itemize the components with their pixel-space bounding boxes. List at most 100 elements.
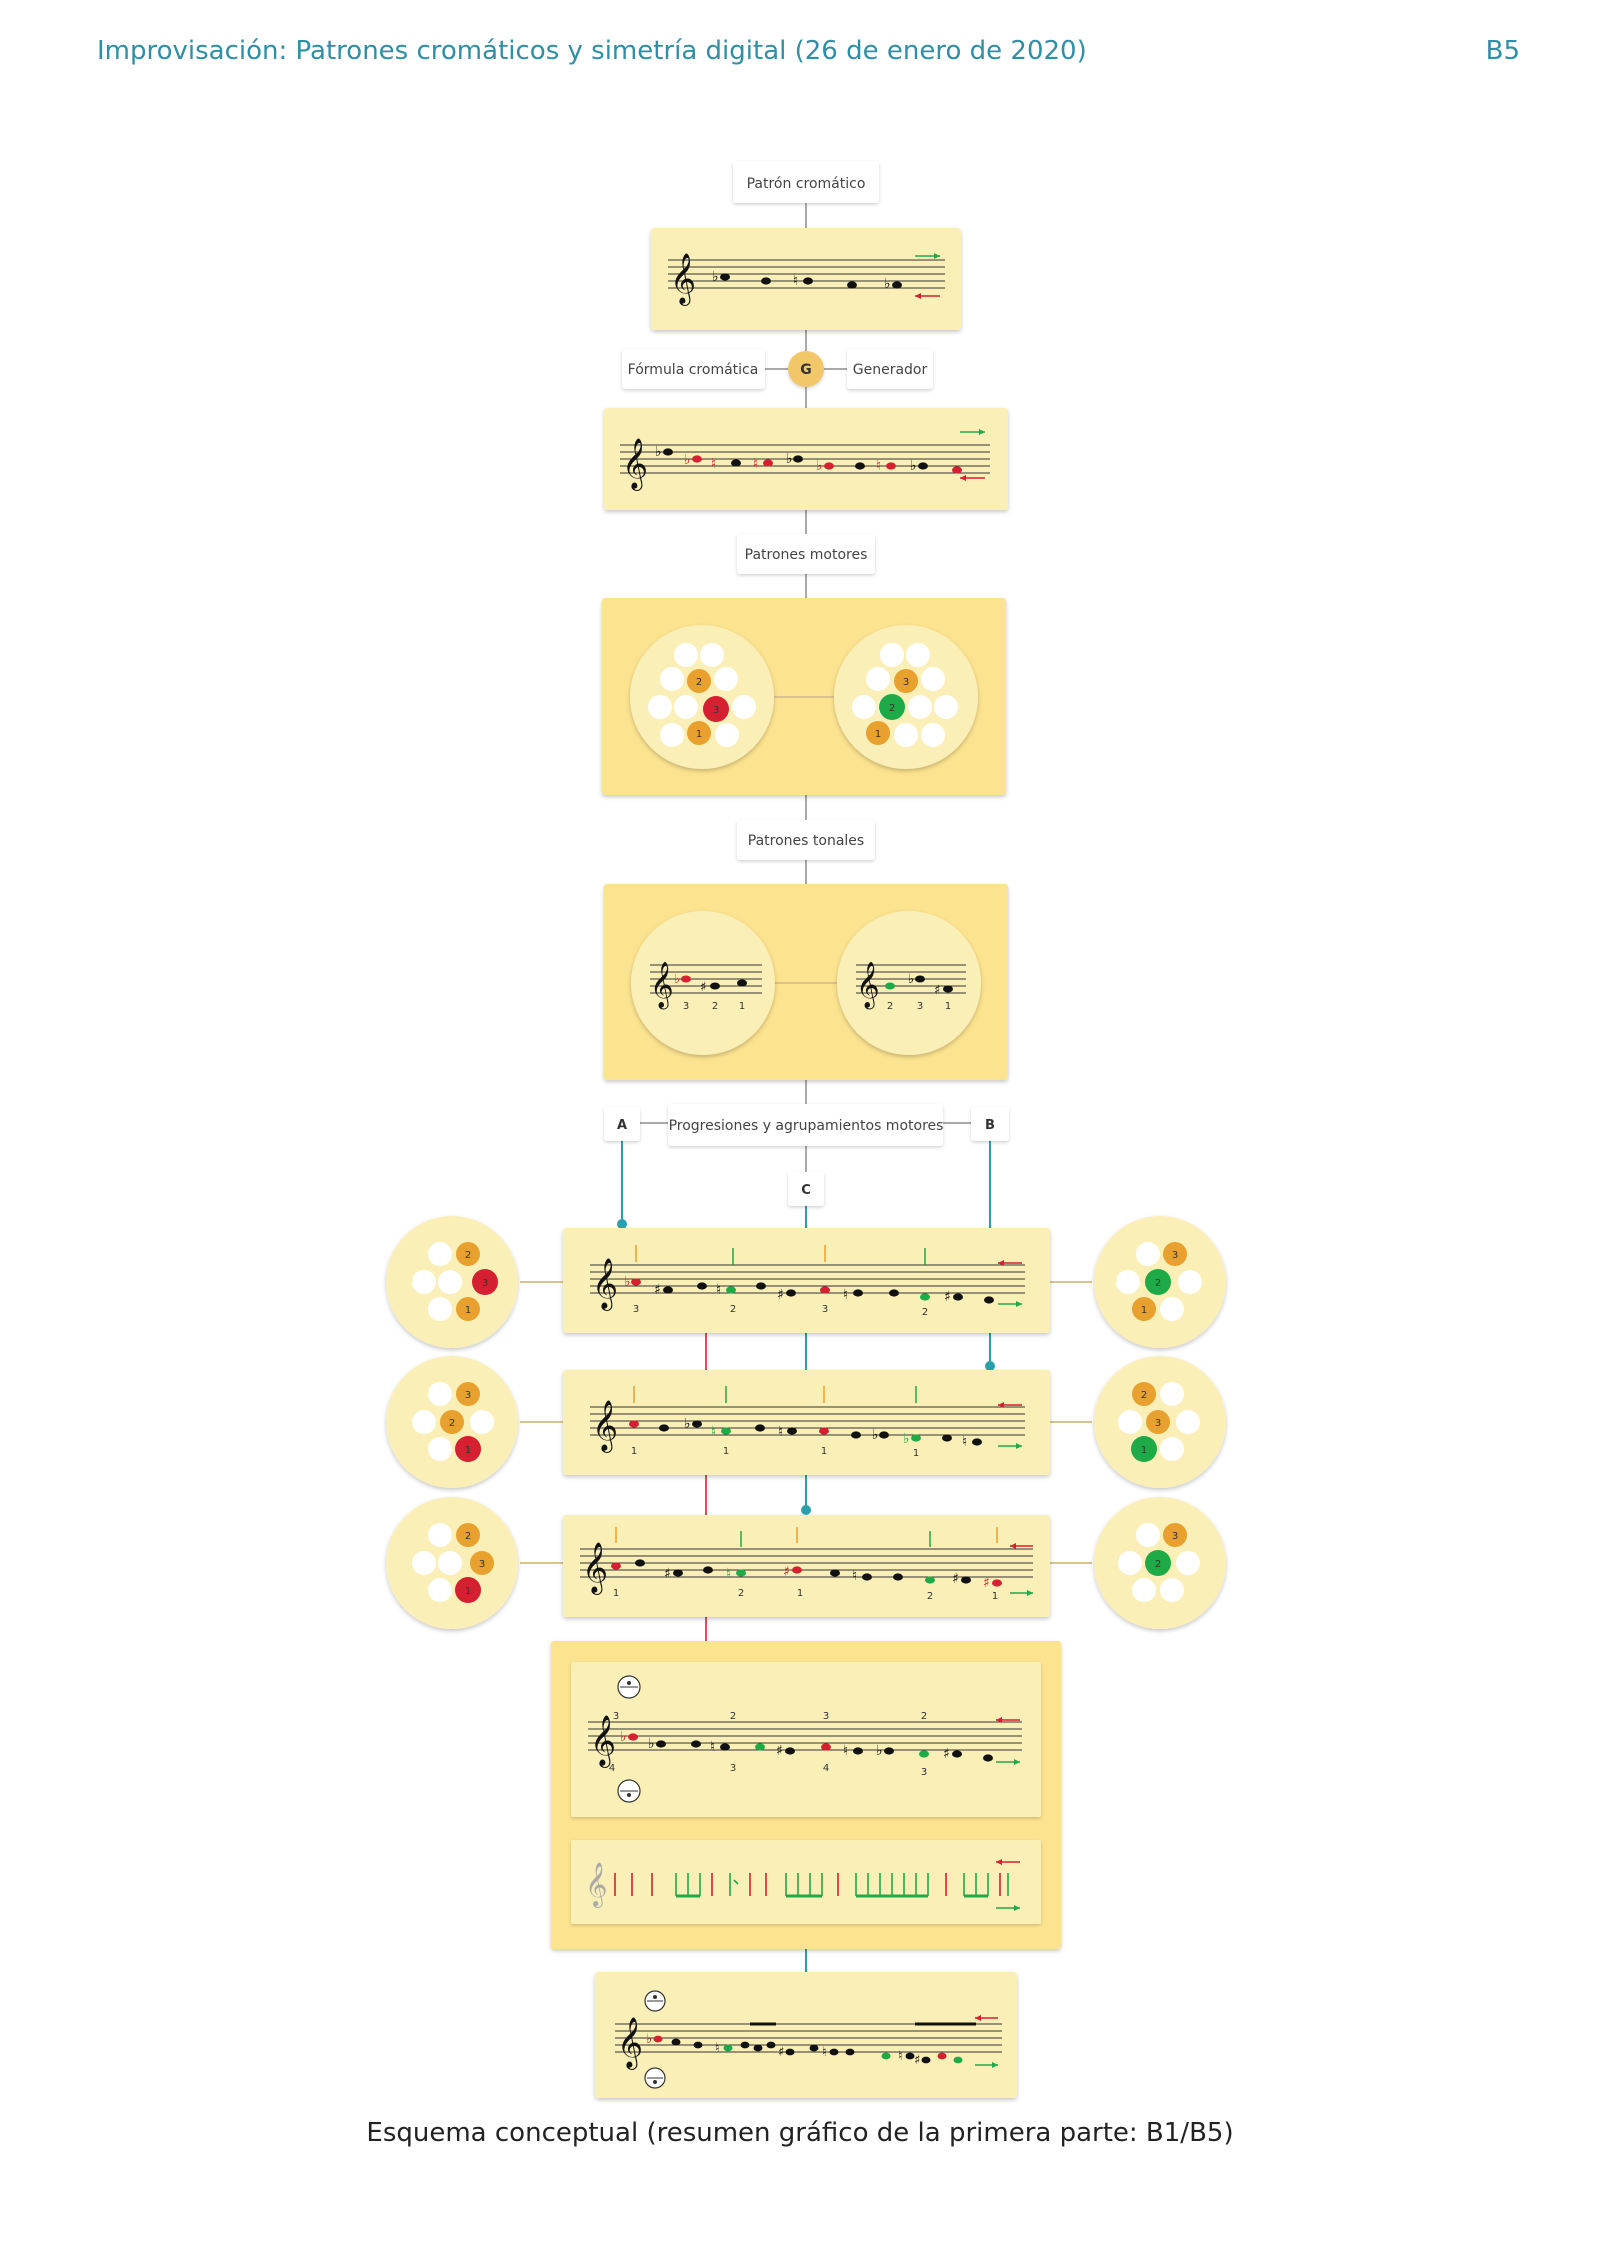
svg-text:1: 1 — [465, 1445, 471, 1456]
svg-text:1: 1 — [797, 1588, 803, 1599]
svg-text:3: 3 — [1172, 1250, 1178, 1261]
svg-text:♭: ♭ — [655, 444, 662, 460]
svg-text:1: 1 — [613, 1588, 619, 1599]
svg-text:♮: ♮ — [711, 456, 716, 472]
motor-circle-right: 3 2 1 — [834, 625, 978, 769]
svg-text:3: 3 — [1172, 1531, 1178, 1542]
label-generador: Generador — [847, 349, 933, 389]
svg-text:Patrones tonales: Patrones tonales — [748, 833, 864, 849]
tonal-circle-left: 𝄞 ♭ ♯ 3 2 1 — [631, 911, 775, 1055]
label-formula-cromatica: Fórmula cromática — [622, 349, 765, 389]
svg-text:1: 1 — [465, 1586, 471, 1597]
panel-chromatic-formula: 𝄞 ♭ ♭ ♮ ♮ ♭ ♭ ♮ ♭ — [604, 408, 1008, 510]
svg-text:Patrón cromático: Patrón cromático — [747, 176, 866, 192]
svg-text:2: 2 — [1155, 1278, 1161, 1289]
treble-clef-icon: 𝄞 — [582, 1542, 608, 1595]
svg-text:3: 3 — [633, 1304, 639, 1315]
svg-text:♮: ♮ — [710, 1739, 715, 1755]
panel-tonal-patterns: 𝄞 ♭ ♯ 3 2 1 𝄞 ♭ ♯ 2 3 1 — [604, 884, 1008, 1080]
generator-badge: G — [788, 351, 824, 387]
svg-text:♮: ♮ — [822, 2045, 827, 2060]
svg-text:♭: ♭ — [872, 1427, 879, 1443]
svg-text:3: 3 — [730, 1763, 736, 1774]
label-patron-cromatico: Patrón cromático — [733, 161, 879, 203]
svg-text:2: 2 — [889, 703, 895, 714]
svg-text:3: 3 — [917, 1001, 923, 1012]
svg-text:A: A — [617, 1118, 627, 1133]
svg-text:♭: ♭ — [624, 1274, 631, 1290]
svg-text:Generador: Generador — [853, 362, 928, 378]
svg-text:1: 1 — [739, 1001, 745, 1012]
svg-text:♯: ♯ — [914, 2053, 920, 2068]
svg-text:2: 2 — [887, 1001, 893, 1012]
hand-circle-row3-left: 2 3 1 — [386, 1497, 518, 1629]
svg-text:2: 2 — [738, 1588, 744, 1599]
svg-text:♭: ♭ — [684, 1416, 691, 1432]
svg-text:2: 2 — [1141, 1390, 1147, 1401]
svg-text:4: 4 — [823, 1763, 829, 1774]
page-code: B5 — [1485, 36, 1520, 66]
svg-text:♭: ♭ — [876, 1743, 883, 1759]
svg-text:♭: ♭ — [646, 2032, 652, 2047]
label-patrones-tonales: Patrones tonales — [737, 820, 875, 860]
svg-text:♯: ♯ — [664, 1566, 671, 1582]
svg-text:♮: ♮ — [726, 1566, 731, 1582]
svg-text:1: 1 — [631, 1446, 637, 1457]
svg-text:Patrones motores: Patrones motores — [745, 547, 868, 563]
svg-text:3: 3 — [479, 1559, 485, 1570]
svg-text:♮: ♮ — [753, 456, 758, 472]
panel-motor-patterns: 2 3 1 3 2 1 — [602, 598, 1006, 795]
svg-text:♯: ♯ — [700, 980, 706, 995]
svg-text:3: 3 — [465, 1390, 471, 1401]
treble-clef-icon: 𝄞 — [622, 438, 648, 491]
svg-text:1: 1 — [1141, 1445, 1147, 1456]
svg-text:♯: ♯ — [952, 1571, 959, 1587]
svg-text:2: 2 — [712, 1001, 718, 1012]
svg-text:♭: ♭ — [648, 1736, 655, 1752]
hand-circle-row2-left: 3 2 1 — [386, 1356, 518, 1488]
svg-text:3: 3 — [482, 1278, 488, 1289]
svg-text:♯: ♯ — [654, 1282, 661, 1298]
svg-text:♮: ♮ — [843, 1743, 848, 1759]
progression-row-2: 𝄞 ♭ ♮ ♮ ♭ ♭ ♮ 1 1 1 1 — [563, 1370, 1050, 1475]
svg-text:♭: ♭ — [712, 269, 719, 285]
treble-clef-icon: 𝄞 — [590, 1715, 616, 1768]
svg-text:♭: ♭ — [786, 451, 793, 467]
svg-text:1: 1 — [945, 1001, 951, 1012]
tonal-circle-right: 𝄞 ♭ ♯ 2 3 1 — [837, 911, 981, 1055]
hand-circle-row1-right: 3 2 1 — [1094, 1216, 1226, 1348]
svg-text:3: 3 — [1155, 1418, 1161, 1429]
svg-text:2: 2 — [927, 1591, 933, 1602]
svg-text:2: 2 — [921, 1711, 927, 1722]
svg-text:♯: ♯ — [777, 1287, 784, 1303]
motor-circle-left: 2 3 1 — [630, 625, 774, 769]
svg-text:4: 4 — [609, 1763, 615, 1774]
svg-text:1: 1 — [465, 1305, 471, 1316]
svg-text:♭: ♭ — [816, 458, 823, 474]
svg-text:♮: ♮ — [793, 273, 798, 289]
svg-text:♮: ♮ — [898, 2049, 903, 2064]
hand-symbol-up-icon — [644, 1990, 666, 2012]
treble-clef-icon: 𝄞 — [856, 962, 880, 1010]
svg-text:♯: ♯ — [934, 983, 940, 998]
svg-text:2: 2 — [696, 677, 702, 688]
svg-text:♭: ♭ — [903, 1431, 910, 1447]
panel-chromatic-pattern: 𝄞 ♭ ♮ ♭ — [651, 228, 961, 330]
svg-text:3: 3 — [823, 1711, 829, 1722]
treble-clef-icon: 𝄞 — [592, 1400, 618, 1453]
svg-text:1: 1 — [1141, 1305, 1147, 1316]
hand-circle-row2-right: 2 3 1 — [1094, 1356, 1226, 1488]
svg-text:3: 3 — [921, 1767, 927, 1778]
badge-c: C — [788, 1172, 824, 1206]
svg-text:2: 2 — [449, 1418, 455, 1429]
svg-text:♮: ♮ — [852, 1568, 857, 1584]
svg-text:1: 1 — [821, 1446, 827, 1457]
svg-text:♮: ♮ — [778, 1424, 783, 1440]
svg-text:♭: ♭ — [674, 972, 680, 987]
svg-text:♮: ♮ — [962, 1434, 967, 1450]
svg-text:2: 2 — [730, 1711, 736, 1722]
figure-caption: Esquema conceptual (resumen gráfico de l… — [366, 2118, 1234, 2148]
treble-clef-icon: 𝄞 — [585, 1862, 607, 1908]
progression-row-1: 𝄞 ♭ ♯ ♮ ♯ ♮ ♯ 3 2 3 2 — [563, 1228, 1050, 1333]
